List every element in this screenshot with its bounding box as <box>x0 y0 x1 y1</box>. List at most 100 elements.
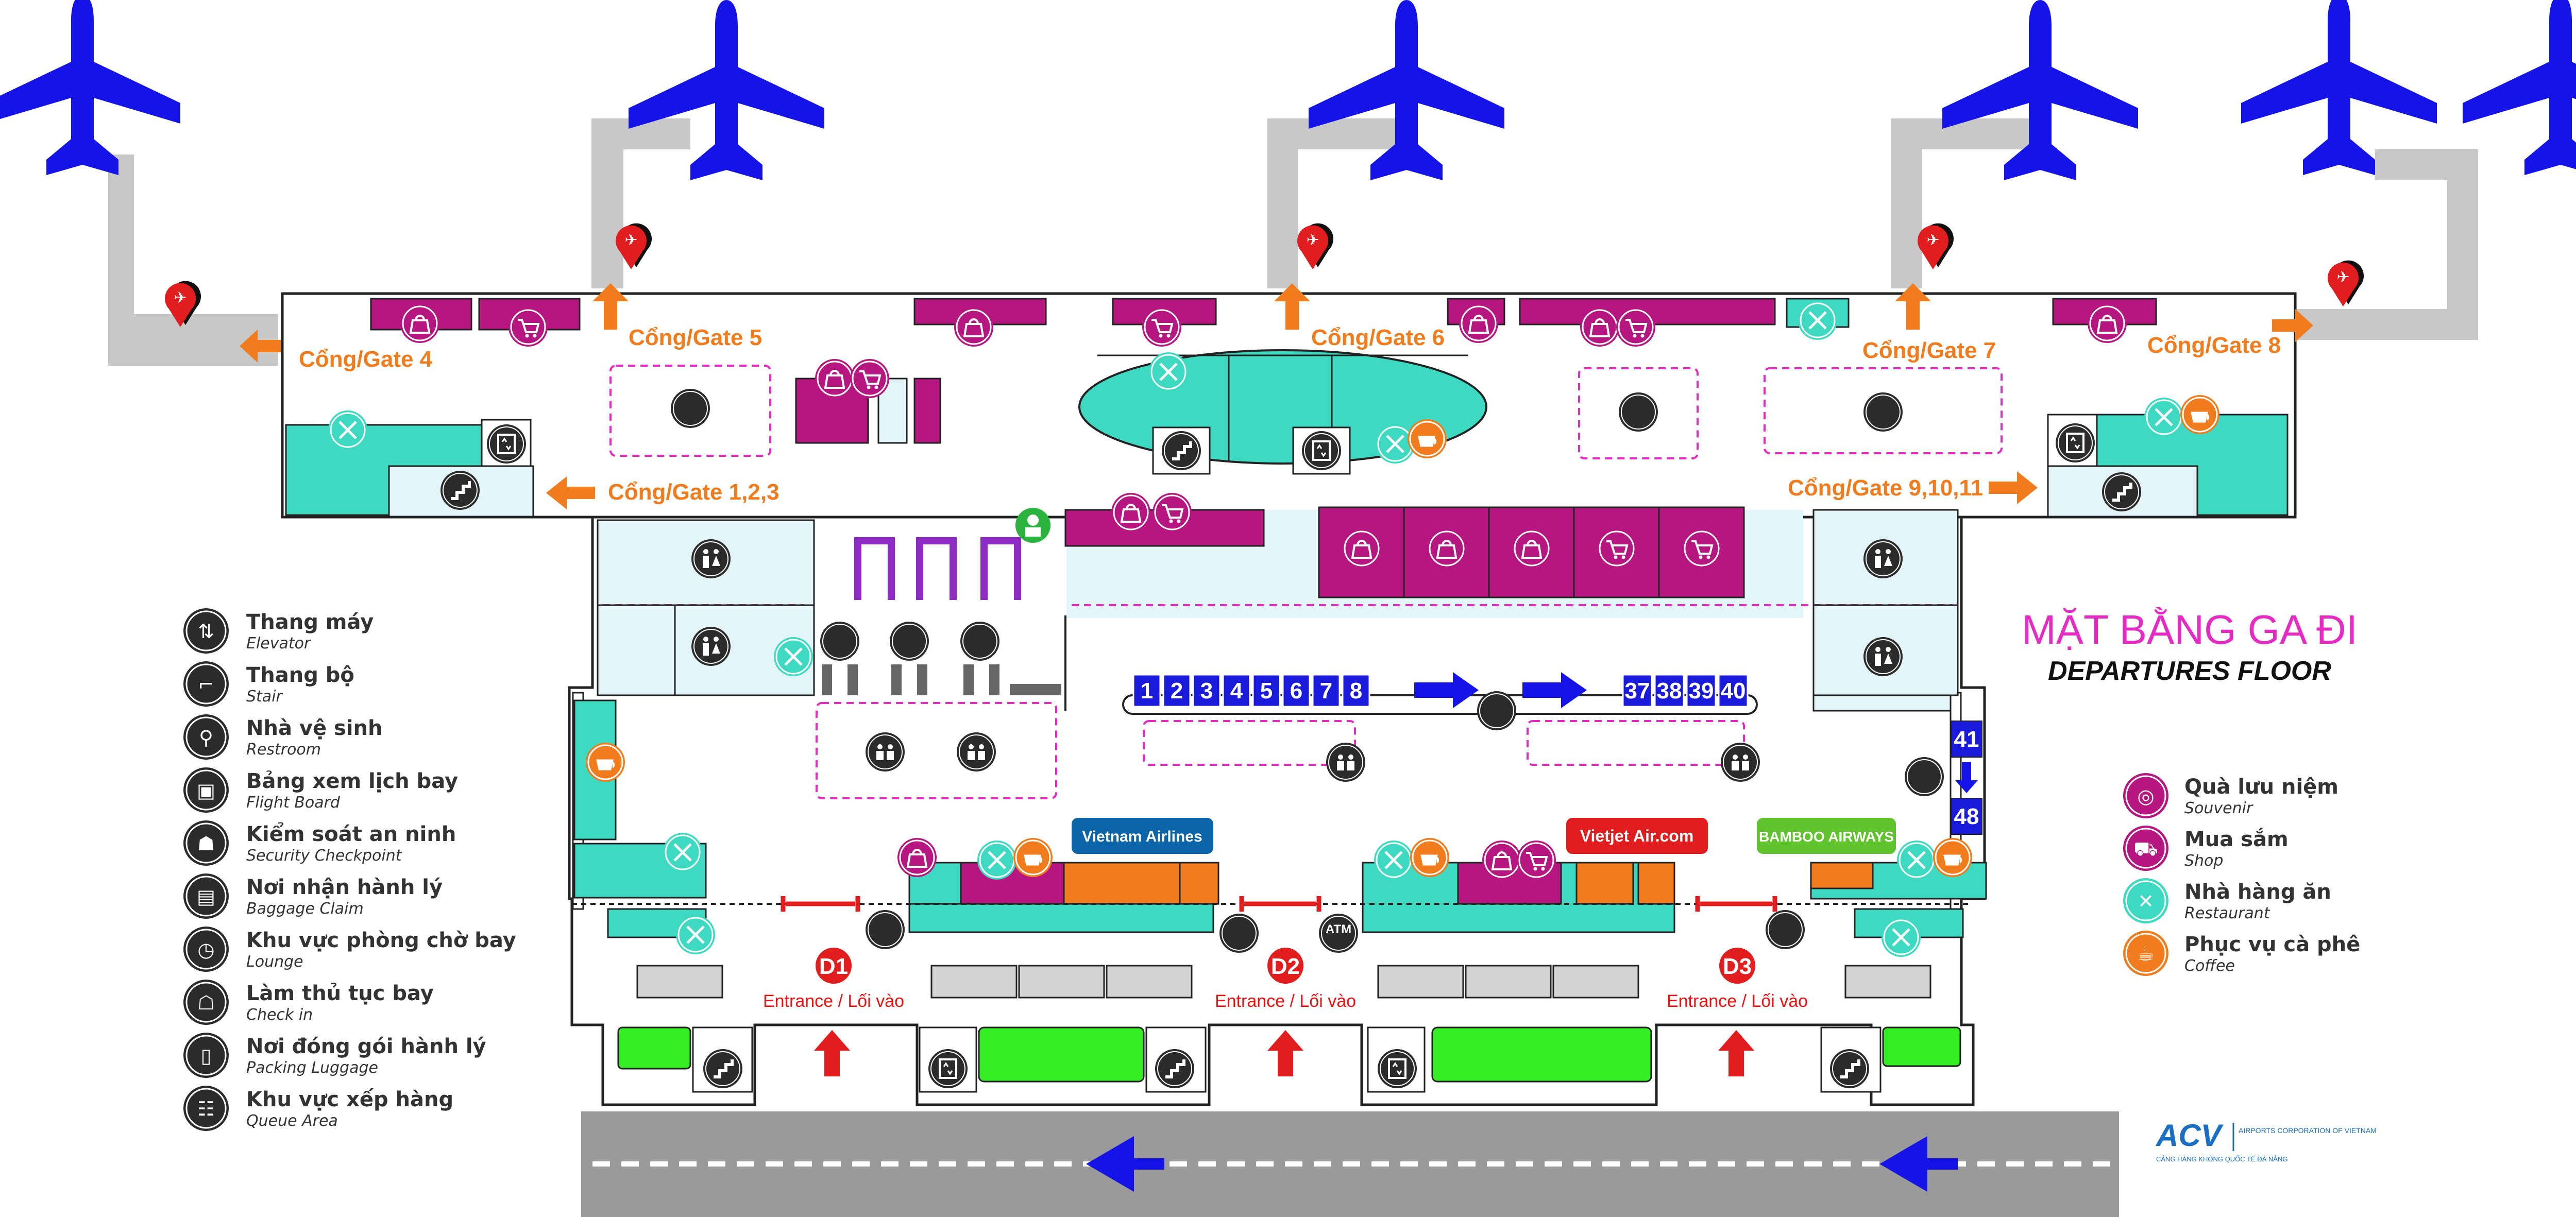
stair-icon: ⌐ <box>183 661 229 707</box>
packing-icon: ▯ <box>183 1033 229 1078</box>
gate-4-label[interactable]: Cổng/Gate 4 <box>299 347 433 372</box>
entrance-label: Entrance / Lối vào <box>1667 991 1808 1011</box>
checkin-counter-40: 40 <box>1718 674 1749 708</box>
acv-logo: ACV AIRPORTS CORPORATION OF VIETNAM CẢNG… <box>2155 1118 2377 1163</box>
entrance-d3[interactable]: D3 Entrance / Lối vào <box>1667 948 1808 1011</box>
map-title-en: DEPARTURES FLOOR <box>2048 656 2331 686</box>
gate-1-2-3-label[interactable]: Cổng/Gate 1,2,3 <box>608 479 779 505</box>
svg-text:8: 8 <box>1350 678 1362 704</box>
svg-text:ACV: ACV <box>2155 1118 2224 1153</box>
entrance-code: D2 <box>1271 954 1300 979</box>
svg-text:⌐: ⌐ <box>198 673 214 696</box>
security-lanes <box>854 537 1021 600</box>
security-desks <box>822 664 1061 695</box>
gate-6-label[interactable]: Cổng/Gate 6 <box>1311 325 1445 350</box>
svg-text:3: 3 <box>1200 678 1213 704</box>
checkin-counter-6: 6 <box>1282 674 1311 708</box>
legend-label-vi: Khu vực phòng chờ bay <box>246 929 516 952</box>
svg-text:Vietjet Air.com: Vietjet Air.com <box>1580 827 1694 845</box>
legend-label-en: Packing Luggage <box>246 1059 378 1077</box>
svg-text:7: 7 <box>1320 678 1332 704</box>
vietjet-badge: Vietjet Air.com <box>1566 818 1708 854</box>
svg-text:BAMBOO AIRWAYS: BAMBOO AIRWAYS <box>1759 829 1894 845</box>
svg-text:4: 4 <box>1230 678 1243 704</box>
queue-icon: ☷ <box>183 1086 229 1131</box>
svg-text:☕: ☕ <box>2137 942 2155 965</box>
legend-label-vi: Làm thủ tục bay <box>246 982 434 1005</box>
gate-5-label[interactable]: Cổng/Gate 5 <box>629 325 762 350</box>
side-counters: 41 48 <box>1951 721 1982 835</box>
svg-text:◷: ◷ <box>197 938 214 961</box>
legend-label-vi: Nơi đóng gói hành lý <box>246 1035 486 1058</box>
lower-counters <box>908 862 1987 938</box>
checkin-counter-5: 5 <box>1252 674 1281 708</box>
svg-text:5: 5 <box>1260 678 1273 704</box>
security-icon: ☗ <box>183 820 229 866</box>
checkin-counter-39: 39 <box>1686 674 1717 708</box>
legend-label-en: Baggage Claim <box>246 900 364 918</box>
svg-text:ATM: ATM <box>1326 922 1351 936</box>
gate-7-label[interactable]: Cổng/Gate 7 <box>1862 338 1996 363</box>
svg-text:38: 38 <box>1657 678 1682 704</box>
entrance-code: D3 <box>1723 954 1752 979</box>
upper-wing <box>281 292 2297 519</box>
checkin-counter-38: 38 <box>1654 674 1685 708</box>
svg-text:CẢNG HÀNG KHÔNG QUỐC TẾ ĐÀ NẴN: CẢNG HÀNG KHÔNG QUỐC TẾ ĐÀ NẴNG <box>2156 1155 2287 1163</box>
entrance-d1[interactable]: D1 Entrance / Lối vào <box>763 948 904 1011</box>
entrance-d2[interactable]: D2 Entrance / Lối vào <box>1215 948 1356 1011</box>
legend-label-vi: Phục vụ cà phê <box>2184 933 2360 956</box>
entrance-label: Entrance / Lối vào <box>763 991 904 1011</box>
svg-text:37: 37 <box>1625 678 1650 704</box>
legend-label-en: Souvenir <box>2184 799 2253 817</box>
entrance-arrows <box>814 1030 1754 1076</box>
legend-label-en: Flight Board <box>246 794 341 812</box>
legend-label-en: Queue Area <box>246 1112 338 1130</box>
legend-label-vi: Nhà vệ sinh <box>246 716 382 740</box>
gate-8-label[interactable]: Cổng/Gate 8 <box>2147 333 2281 358</box>
svg-text:6: 6 <box>1290 678 1302 704</box>
svg-text:Vietnam Airlines: Vietnam Airlines <box>1082 828 1202 845</box>
legend-label-en: Security Checkpoint <box>246 847 402 865</box>
svg-text:☖: ☖ <box>197 991 215 1014</box>
svg-text:AIRPORTS CORPORATION OF VIETNA: AIRPORTS CORPORATION OF VIETNAM <box>2239 1126 2377 1135</box>
legend-label-vi: Nhà hàng ăn <box>2184 880 2331 904</box>
legend-label-vi: Nơi nhận hành lý <box>246 876 443 899</box>
checkin-counter-3: 3 <box>1192 674 1221 708</box>
entrance-code: D1 <box>819 954 848 979</box>
legend-label-en: Elevator <box>246 635 311 653</box>
svg-text:✕: ✕ <box>2138 890 2154 913</box>
svg-text:⛟: ⛟ <box>2133 837 2158 860</box>
checkin-icon: ☖ <box>183 980 229 1025</box>
legend-label-en: Lounge <box>246 953 303 971</box>
lounges <box>609 365 2003 799</box>
svg-text:⇅: ⇅ <box>198 620 214 643</box>
souvenir-icon: ◎ <box>2123 773 2168 818</box>
counter-41: 41 <box>1954 727 1979 752</box>
counter-48: 48 <box>1954 804 1979 829</box>
svg-text:40: 40 <box>1721 678 1746 704</box>
svg-text:1: 1 <box>1141 678 1153 704</box>
svg-text:2: 2 <box>1171 678 1183 704</box>
gate-9-10-11-label[interactable]: Cổng/Gate 9,10,11 <box>1788 475 1983 501</box>
legend-label-en: Shop <box>2184 852 2223 870</box>
terminal-core <box>568 509 1986 1106</box>
bamboo-airways-badge: BAMBOO AIRWAYS <box>1757 818 1896 854</box>
restroom-icon: ⚲ <box>183 714 229 760</box>
atm-icon: ATM <box>1326 922 1351 936</box>
baggage-icon: ▤ <box>183 873 229 919</box>
staff-icon <box>1015 508 1050 543</box>
entrance-doors <box>781 896 1777 912</box>
checkin-counter-2: 2 <box>1162 674 1191 708</box>
svg-text:☗: ☗ <box>197 832 215 855</box>
checkin-counter-8: 8 <box>1342 674 1370 708</box>
